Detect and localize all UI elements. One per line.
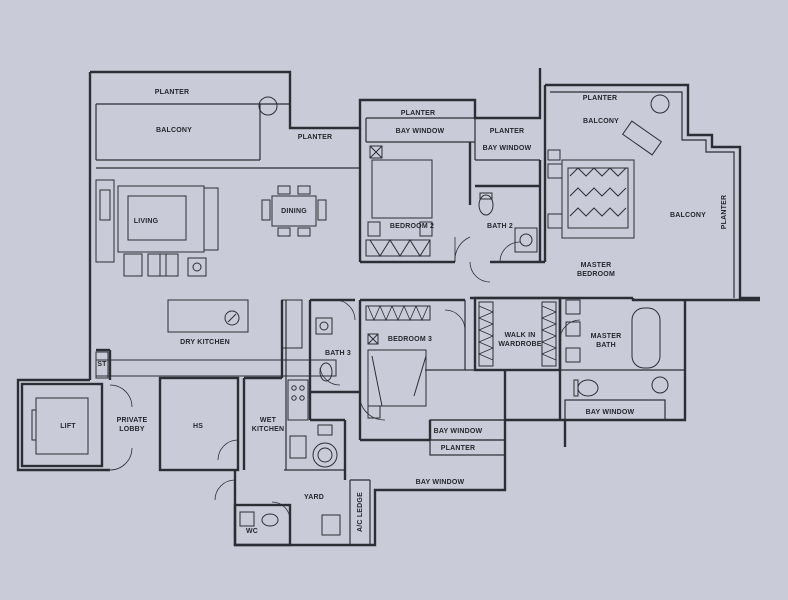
label-bay-window-bed3: BAY WINDOW [434,428,483,435]
label-balcony-master: BALCONY [583,118,619,125]
label-wet-kitchen-2: KITCHEN [252,426,285,433]
label-dry-kitchen: DRY KITCHEN [180,339,230,346]
label-walk-in-1: WALK IN [505,332,536,339]
room-labels: PLANTER BALCONY PLANTER PLANTER BAY WIND… [60,89,728,535]
label-bay-window-bed2: BAY WINDOW [396,128,445,135]
label-yard: YARD [304,494,324,501]
label-bay-window-master-bath: BAY WINDOW [586,409,635,416]
label-planter-bed3: PLANTER [441,445,475,452]
label-wet-kitchen-1: WET [260,417,277,424]
label-balcony-top: BALCONY [156,127,192,134]
label-bath-2: BATH 2 [487,223,513,230]
label-planter-side: PLANTER [721,195,728,229]
label-planter-bed2: PLANTER [401,110,435,117]
label-bay-window-yard: BAY WINDOW [416,479,465,486]
label-hs: HS [193,423,203,430]
label-private-lobby-2: LOBBY [119,426,145,433]
label-planter-mid: PLANTER [298,134,332,141]
label-master-bath-1: MASTER [591,333,622,340]
label-ac-ledge: A/C LEDGE [357,492,364,532]
label-master-bedroom-2: BEDROOM [577,271,615,278]
label-master-bath-2: BATH [596,342,616,349]
label-st: ST [97,361,107,368]
label-bay-window-bath2: BAY WINDOW [483,145,532,152]
label-planter-bath2: PLANTER [490,128,524,135]
interior-walls [20,103,685,547]
doors [109,236,581,521]
label-planter-top: PLANTER [155,89,189,96]
label-master-bedroom-1: MASTER [581,262,612,269]
label-lift: LIFT [60,423,76,430]
label-bedroom-2: BEDROOM 2 [390,223,434,230]
label-balcony-side: BALCONY [670,212,706,219]
label-living: LIVING [134,218,159,225]
label-wc: WC [246,528,258,535]
label-dining: DINING [281,208,307,215]
label-bath-3: BATH 3 [325,350,351,357]
label-bedroom-3: BEDROOM 3 [388,336,432,343]
furniture [31,94,670,536]
label-planter-master: PLANTER [583,95,617,102]
label-private-lobby-1: PRIVATE [117,417,148,424]
label-walk-in-2: WARDROBE [498,341,541,348]
